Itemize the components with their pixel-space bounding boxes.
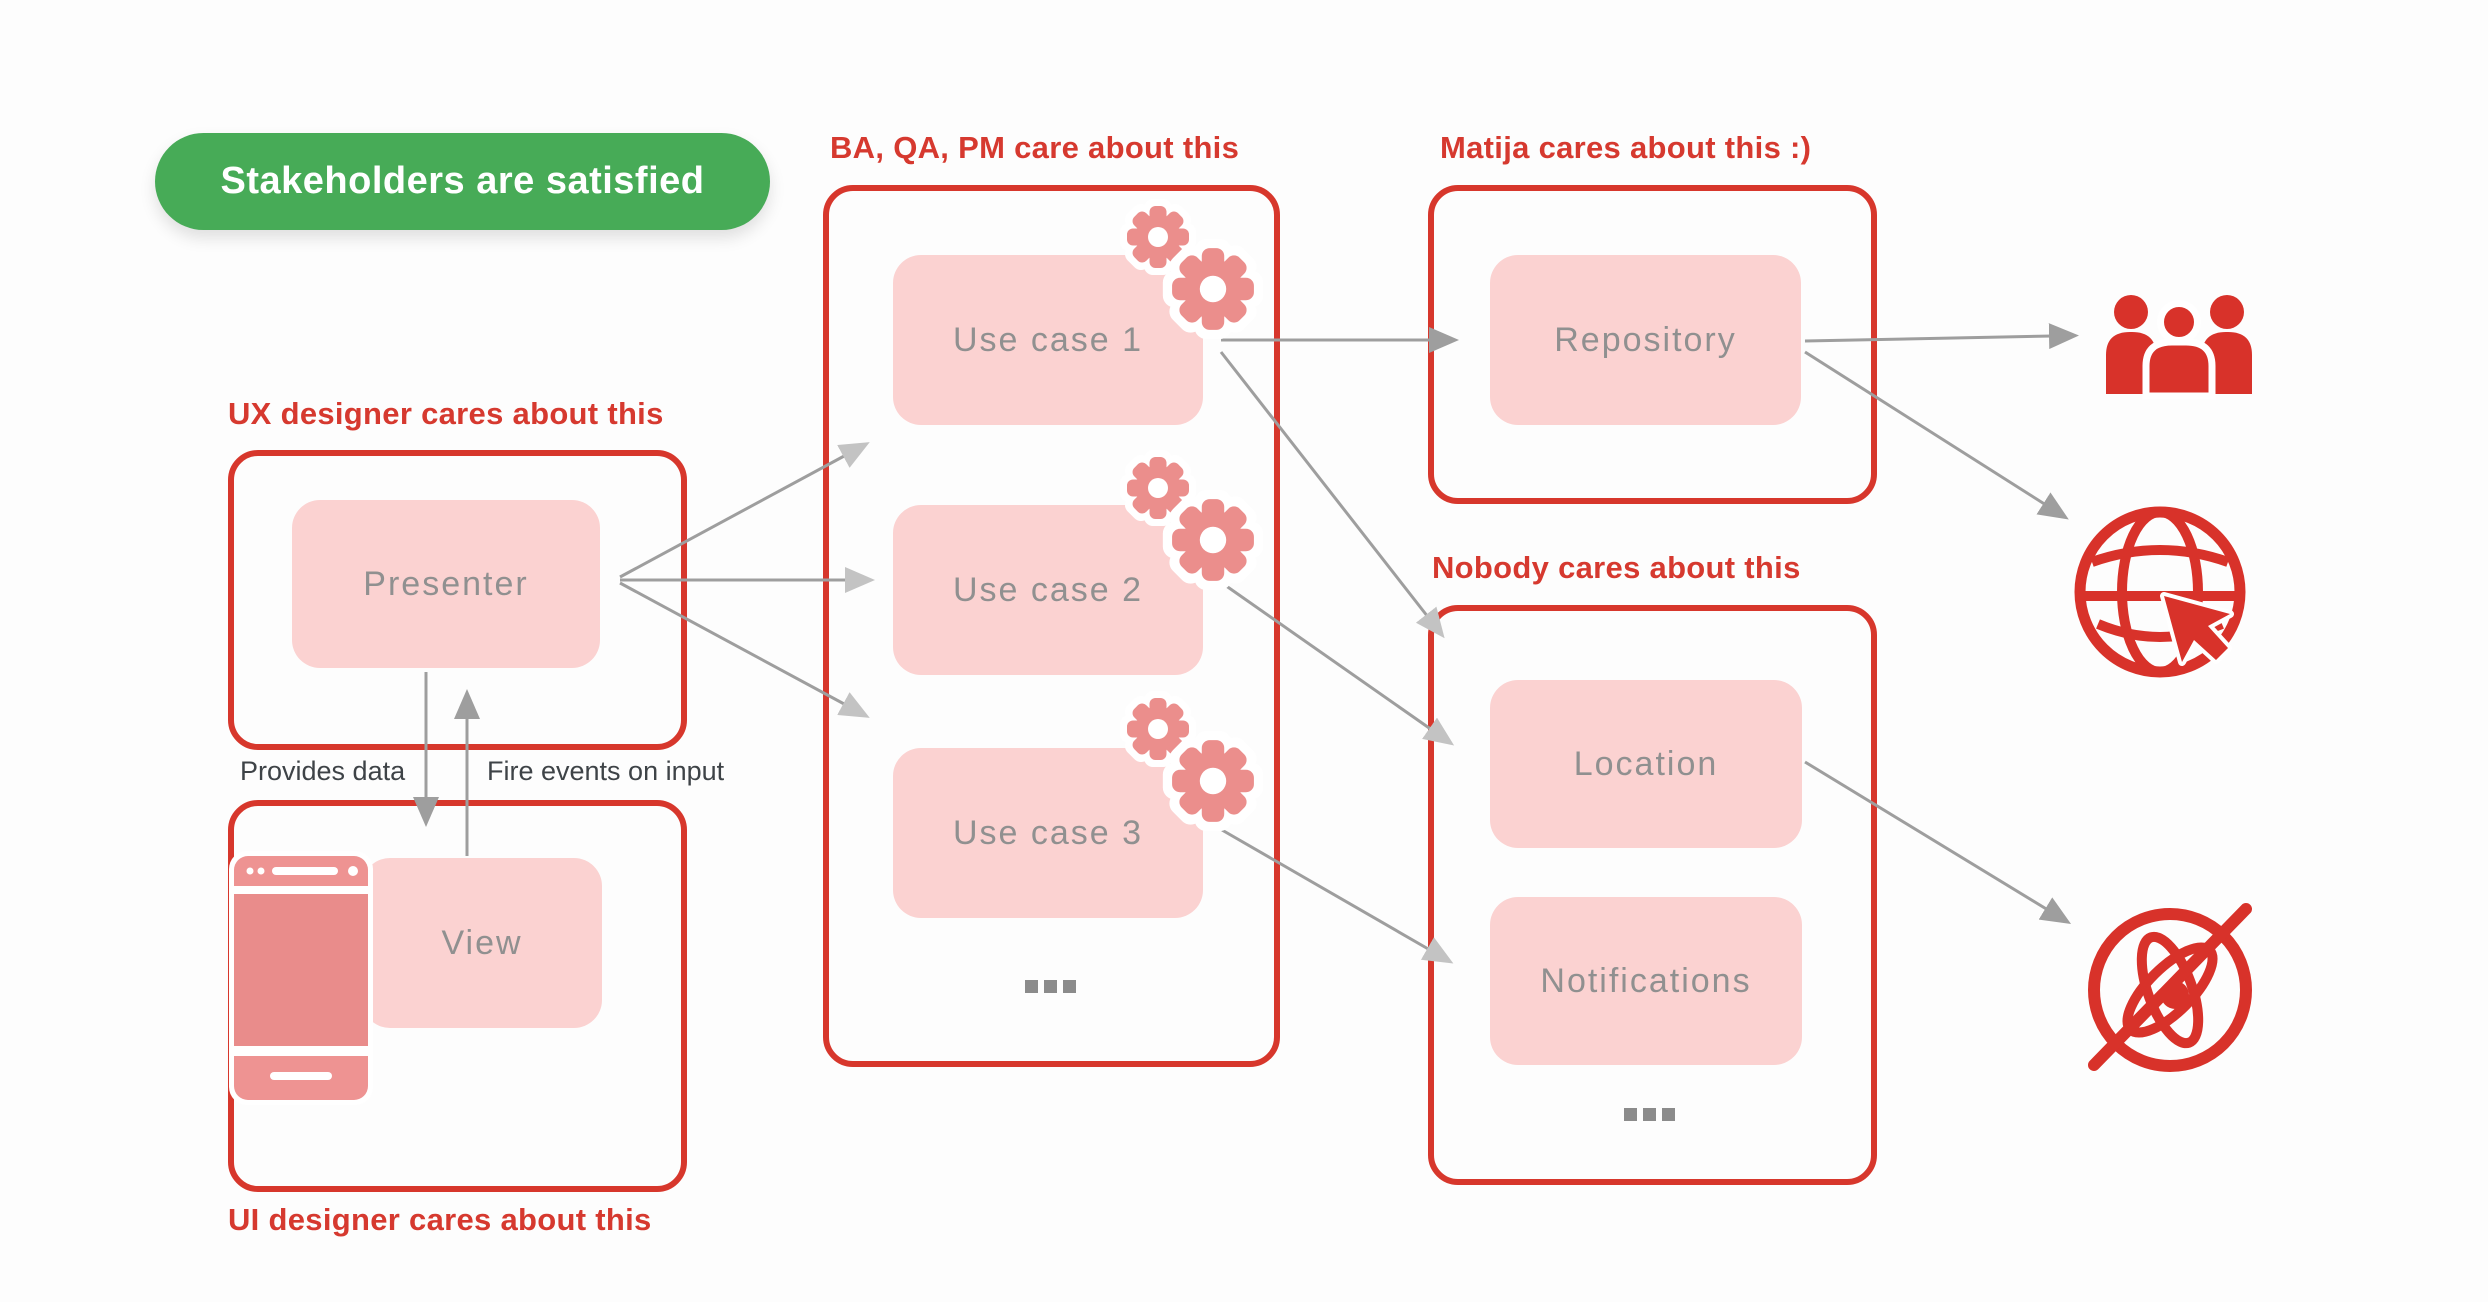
edge-label-provides-data: Provides data <box>240 756 406 786</box>
globe-cursor-icon <box>2074 506 2246 678</box>
node-use-case-3: Use case 3 <box>893 748 1203 918</box>
heading-nobody: Nobody cares about this <box>1432 550 1801 585</box>
node-repository: Repository <box>1490 255 1801 425</box>
node-use-case-1: Use case 1 <box>893 255 1203 425</box>
node-notifications: Notifications <box>1490 897 1802 1065</box>
node-use-case-2: Use case 2 <box>893 505 1203 675</box>
edge-label-fire-events: Fire events on input <box>487 756 725 786</box>
node-notifications-label: Notifications <box>1540 961 1752 1000</box>
node-use-case-3-label: Use case 3 <box>952 813 1144 852</box>
node-use-case-1-label: Use case 1 <box>952 320 1144 359</box>
heading-matija: Matija cares about this :) <box>1440 130 1812 165</box>
node-location-label: Location <box>1573 744 1719 783</box>
heading-ui-designer: UI designer cares about this <box>228 1202 652 1237</box>
node-presenter-label: Presenter <box>363 564 529 603</box>
stakeholders-badge: Stakeholders are satisfied <box>155 133 770 230</box>
heading-ba-qa-pm: BA, QA, PM care about this <box>830 130 1240 165</box>
ellipsis-icon <box>1025 980 1076 993</box>
ellipsis-icon <box>1624 1108 1675 1121</box>
node-use-case-2-label: Use case 2 <box>952 570 1144 609</box>
node-repository-label: Repository <box>1554 320 1737 359</box>
node-presenter: Presenter <box>292 500 600 668</box>
node-view: View <box>362 858 602 1028</box>
node-location: Location <box>1490 680 1802 848</box>
atom-crossed-icon <box>2088 903 2252 1072</box>
heading-ux-designer: UX designer cares about this <box>228 396 664 431</box>
node-view-label: View <box>441 923 523 962</box>
users-group-icon <box>2106 295 2252 400</box>
